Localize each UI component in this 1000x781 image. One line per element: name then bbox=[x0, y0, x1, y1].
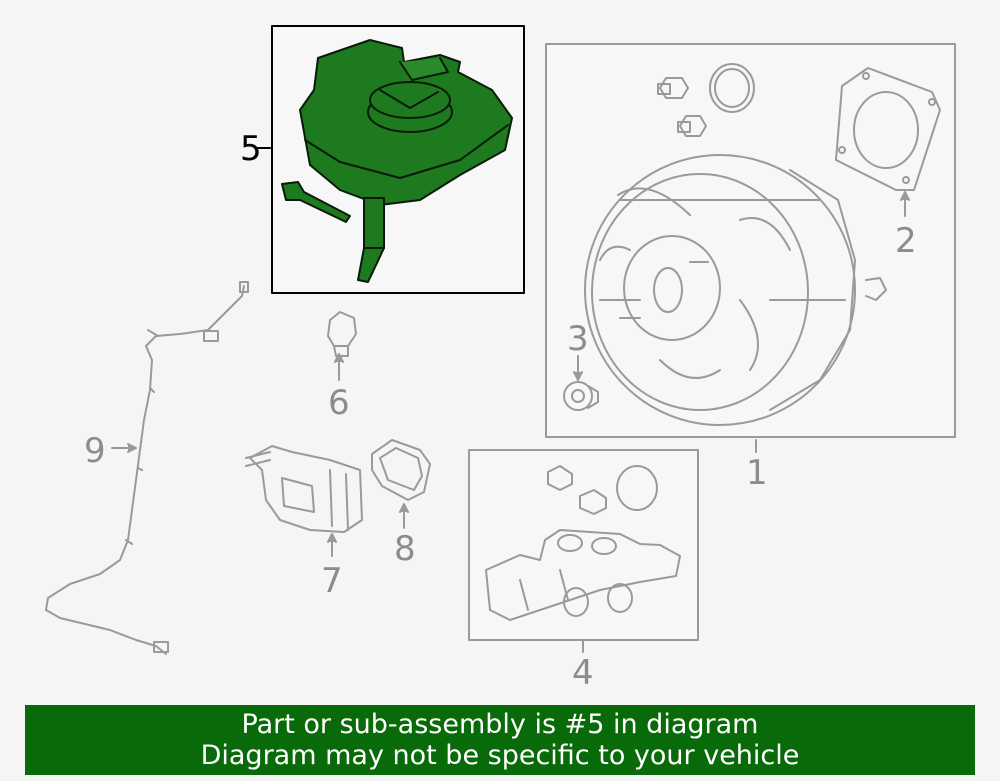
leader-lines bbox=[111, 147, 910, 653]
part-6-sensor[interactable] bbox=[327, 311, 357, 357]
master-cylinder[interactable] bbox=[485, 529, 681, 621]
callout-7[interactable]: 7 bbox=[321, 561, 343, 601]
callout-4[interactable]: 4 bbox=[572, 653, 594, 693]
callout-8[interactable]: 8 bbox=[394, 529, 416, 569]
part-4-box[interactable] bbox=[468, 449, 699, 641]
callout-1[interactable]: 1 bbox=[746, 453, 768, 493]
callout-3[interactable]: 3 bbox=[567, 319, 589, 359]
callout-6[interactable]: 6 bbox=[328, 383, 350, 423]
callout-9[interactable]: 9 bbox=[84, 431, 106, 471]
part-8-gasket[interactable] bbox=[371, 439, 431, 501]
callout-5[interactable]: 5 bbox=[240, 129, 262, 169]
banner-line-2: Diagram may not be specific to your vehi… bbox=[200, 740, 800, 771]
part-1-box[interactable] bbox=[545, 43, 956, 438]
master-cylinder-fasteners[interactable] bbox=[547, 465, 658, 515]
part-7-pump[interactable] bbox=[245, 445, 363, 533]
info-banner: Part or sub-assembly is #5 in diagram Di… bbox=[25, 705, 975, 775]
booster-studs[interactable] bbox=[657, 63, 755, 137]
part-2-gasket[interactable] bbox=[835, 67, 941, 191]
callout-2[interactable]: 2 bbox=[895, 221, 917, 261]
part-9-cable[interactable] bbox=[45, 281, 249, 655]
part-3-nut[interactable] bbox=[563, 381, 599, 411]
brake-fluid-reservoir[interactable] bbox=[281, 39, 513, 283]
banner-line-1: Part or sub-assembly is #5 in diagram bbox=[241, 709, 759, 740]
brake-booster[interactable] bbox=[584, 154, 887, 426]
